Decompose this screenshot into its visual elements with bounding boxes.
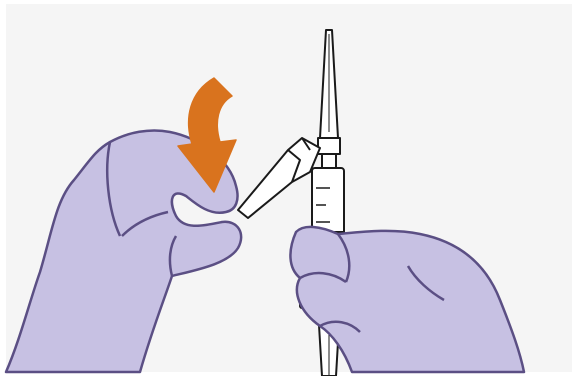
needle-hub [318,138,340,154]
